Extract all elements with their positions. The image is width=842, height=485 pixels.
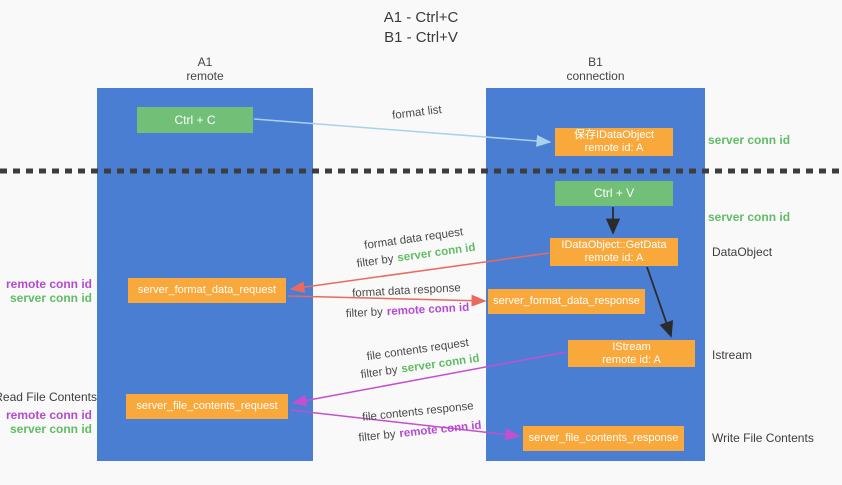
ctrl-v-action-box: Ctrl + V (555, 181, 673, 206)
filter-by-text: filter by (345, 306, 384, 321)
file-request-conn-ids: remote conn id server conn id (6, 408, 92, 436)
server-conn-id-annotation-mid: server conn id (708, 210, 791, 224)
title-line-2: B1 - Ctrl+V (384, 29, 458, 46)
istream-box: IStream remote id: A (568, 340, 695, 367)
title-line-1: A1 - Ctrl+C (383, 9, 459, 26)
server-conn-id-annotation-top: server conn id (708, 133, 791, 147)
server-format-data-request-box: server_format_data_request (128, 278, 286, 303)
save-idataobject-line1: 保存IDataObject (573, 129, 655, 141)
istream-annotation: Istream (712, 348, 753, 362)
format-request-conn-ids: remote conn id server conn id (6, 277, 92, 305)
ctrl-c-action-box: Ctrl + C (137, 107, 253, 133)
read-file-contents-annotation: Read File Contents (0, 390, 97, 404)
server-format-data-response-box: server_format_data_response (488, 289, 645, 314)
diagram-title: A1 - Ctrl+C B1 - Ctrl+V (0, 8, 842, 48)
save-idataobject-line2: remote id: A (584, 142, 644, 154)
getdata-box: IDataObject::GetData remote id: A (550, 238, 678, 266)
save-idataobject-box: 保存IDataObject remote id: A (555, 128, 673, 156)
filter-by-text: filter by (360, 364, 399, 382)
server-conn-id-annotation: server conn id (9, 291, 92, 305)
istream-line2: remote id: A (602, 353, 661, 366)
lifeline-header-a1: A1 remote (97, 55, 313, 83)
lifeline-a1-name: A1 (197, 55, 213, 69)
lifeline-b1-name: B1 (588, 55, 603, 69)
filter-by-text: filter by (357, 428, 397, 445)
remote-conn-id-text: remote conn id (386, 301, 470, 319)
server-conn-id-annotation: server conn id (9, 422, 92, 436)
remote-conn-id-annotation: remote conn id (5, 277, 92, 291)
remote-conn-id-text: remote conn id (398, 419, 483, 441)
istream-line1: IStream (612, 340, 651, 353)
lifeline-b1-role: connection (566, 69, 625, 83)
getdata-line2: remote id: A (584, 252, 644, 264)
format-list-label: format list (391, 104, 443, 122)
server-file-contents-request-box: server_file_contents_request (126, 394, 288, 419)
remote-conn-id-annotation: remote conn id (5, 408, 92, 422)
getdata-line1: IDataObject::GetData (561, 239, 667, 251)
lifeline-header-b1: B1 connection (486, 55, 705, 83)
dataobject-annotation: DataObject (712, 245, 773, 259)
write-file-contents-annotation: Write File Contents (712, 431, 814, 445)
lifeline-a1-role: remote (186, 69, 224, 83)
filter-by-text: filter by (356, 253, 395, 271)
server-file-contents-response-box: server_file_contents_response (523, 426, 684, 451)
